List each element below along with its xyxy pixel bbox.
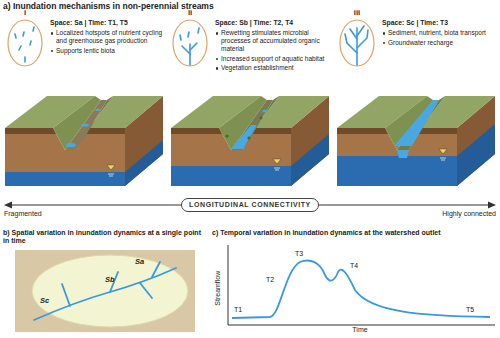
- axis-label: Streamflow: [215, 270, 223, 305]
- connectivity-box: LONGITUDINAL CONNECTIVITY: [181, 198, 319, 212]
- valley-block: [337, 96, 495, 186]
- watershed-icon: [340, 20, 374, 66]
- valley-block: [5, 96, 163, 186]
- label-text: T5: [466, 306, 474, 314]
- watershed-map: [15, 250, 195, 332]
- panel-header: Space: Sc | Time: T3: [382, 19, 496, 27]
- bullet-dot: [51, 32, 53, 34]
- map-region: SaSbSc: [15, 250, 195, 332]
- bullet-text: Groundwater recharge: [388, 39, 496, 47]
- watershed-icon: [8, 20, 42, 66]
- bullet-text: Vegetation establishment: [221, 64, 332, 72]
- bullet-text: Supports lentic biota: [56, 47, 165, 55]
- bullet-dot: [216, 58, 218, 60]
- label-text: a) Inundation mechanisms in non-perennia…: [3, 1, 214, 11]
- node-text: LONGITUDINAL CONNECTIVITY: [189, 201, 311, 209]
- bullet-dot: [51, 50, 53, 52]
- valley-block: [171, 96, 329, 186]
- bullet-dot: [383, 42, 385, 44]
- label-text: T1: [234, 306, 242, 314]
- label-text: Fragmented: [4, 210, 42, 218]
- map-label: Sc: [40, 296, 49, 305]
- bullet-dot: [216, 32, 218, 34]
- bullet-text: Localized hotspots of nutrient cycling a…: [56, 29, 165, 45]
- panel-header: Space: Sa | Time: T1, T5: [50, 19, 165, 27]
- watershed-icon: [173, 20, 207, 66]
- bullet-text: Increased support of aquatic habitat: [221, 55, 332, 63]
- hydrograph: [228, 245, 495, 325]
- label-text: ii: [188, 8, 192, 17]
- bullet-dot: [216, 67, 218, 69]
- label-text: Time: [352, 326, 367, 334]
- label-text: T4: [350, 262, 358, 270]
- bullet-dot: [383, 32, 385, 34]
- map-label: Sa: [135, 257, 144, 266]
- panel-header: Space: Sb | Time: T2, T4: [215, 19, 332, 27]
- label-text: c) Temporal variation in inundation dyna…: [212, 229, 497, 237]
- label-text: iii: [354, 8, 360, 17]
- label-text: b) Spatial variation in inundation dynam…: [3, 229, 208, 246]
- label-text: T2: [266, 276, 274, 284]
- map-label: Sb: [105, 275, 115, 284]
- bullet-text: Sediment, nutrient, biota transport: [388, 29, 496, 37]
- bullet-text: Rewetting stimulates microbial processes…: [221, 29, 332, 52]
- label-text: i: [24, 8, 26, 17]
- label-text: T3: [295, 250, 303, 258]
- label-text: Highly connected: [442, 210, 496, 218]
- connectivity-arrow: [4, 202, 496, 209]
